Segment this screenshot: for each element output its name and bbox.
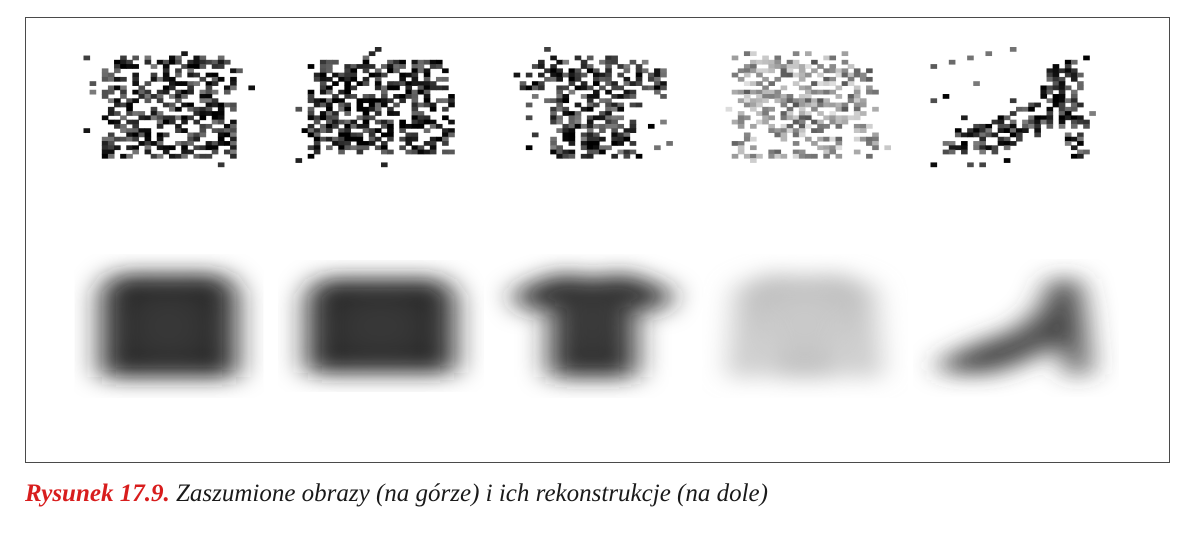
pullover-noisy-icon: [725, 51, 891, 163]
coat-icon: [307, 278, 455, 373]
figure-grid: [83, 47, 1096, 378]
sandal-icon: [942, 278, 1090, 378]
figure-frame: [25, 17, 1170, 463]
caption-label: Rysunek 17.9.: [25, 480, 170, 507]
sweater-icon: [101, 274, 237, 378]
tshirt-noisy-icon: [513, 47, 673, 159]
caption-text: Zaszumione obrazy (na górze) i ich rekon…: [169, 480, 768, 507]
noisy-images-row: [83, 47, 1096, 168]
sweater-noisy-icon: [83, 51, 255, 168]
pullover-icon: [731, 274, 879, 378]
reconstructed-images-row: [101, 274, 1090, 378]
sandal-noisy-icon: [930, 47, 1096, 168]
figure-caption: Rysunek 17.9. Zaszumione obrazy (na górz…: [25, 480, 768, 508]
coat-noisy-icon: [295, 47, 455, 168]
tshirt-icon: [513, 274, 673, 378]
